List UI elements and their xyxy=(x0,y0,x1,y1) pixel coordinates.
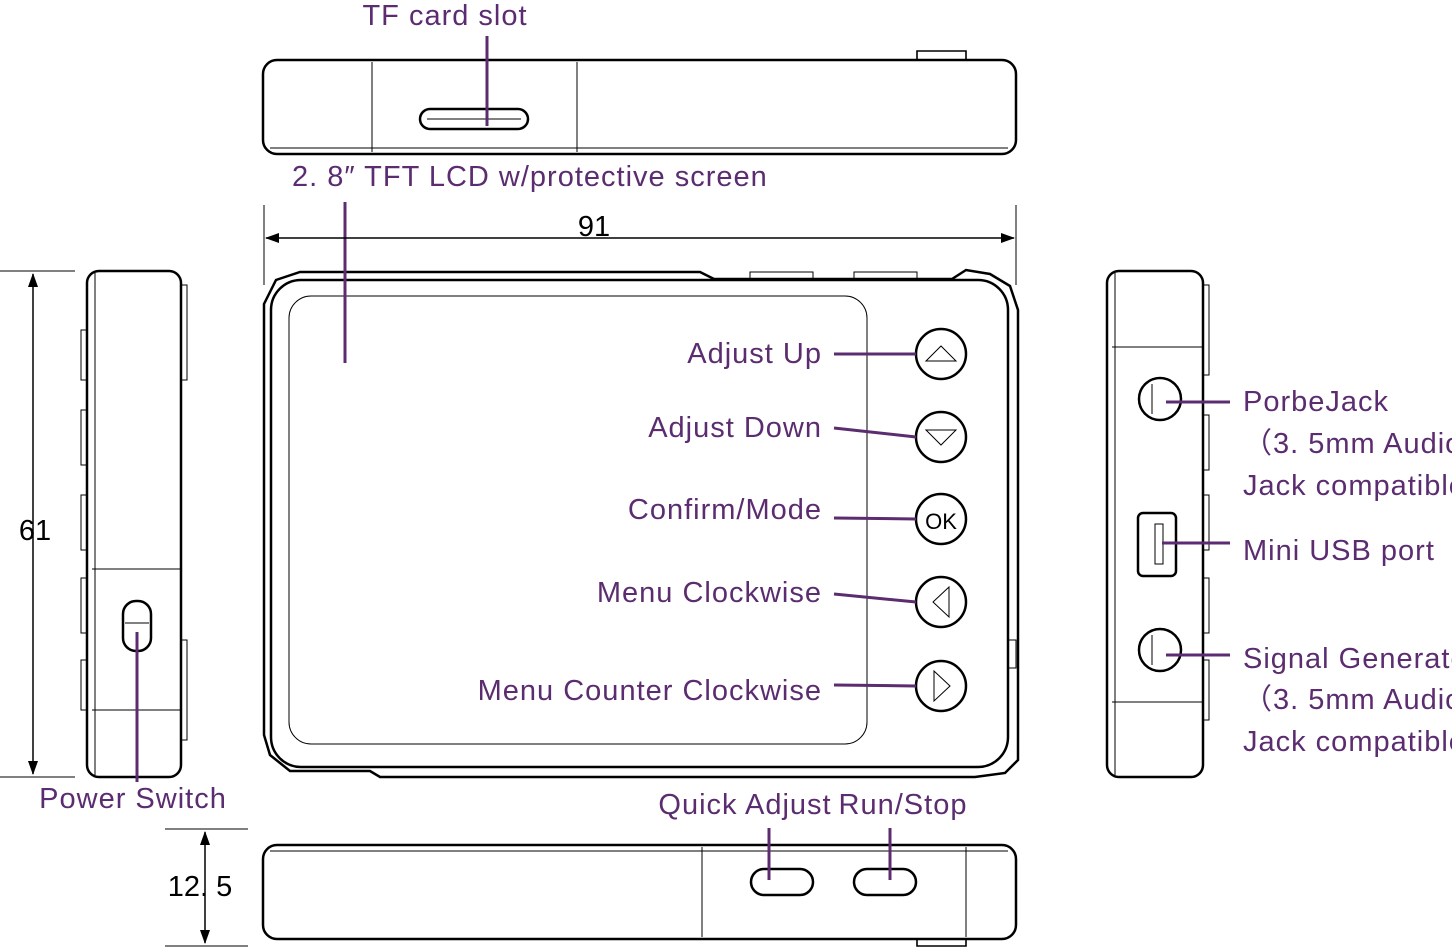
quick-adjust-button[interactable] xyxy=(749,867,815,897)
lcd-label: 2. 8″ TFT LCD w/protective screen xyxy=(292,161,768,193)
probe-jack-label: PorbeJack xyxy=(1243,386,1389,418)
probe-jack-note-2: Jack compatible) xyxy=(1243,470,1452,502)
adjust-down-label: Adjust Down xyxy=(648,412,822,444)
signal-generator-note-1: （3. 5mm Audio xyxy=(1243,684,1452,716)
triangle-up-icon xyxy=(924,345,958,362)
run-stop-label: Run/Stop xyxy=(839,789,968,821)
triangle-down-icon xyxy=(924,429,958,446)
width-label: 91 xyxy=(578,211,610,243)
signal-generator-note-2: Jack compatible) xyxy=(1243,726,1452,758)
depth-label: 12. 5 xyxy=(168,871,233,903)
right-side-view xyxy=(1105,269,1230,779)
run-stop-button[interactable] xyxy=(852,867,918,897)
adjust-up-label: Adjust Up xyxy=(687,338,822,370)
quick-adjust-label: Quick Adjust xyxy=(658,789,831,821)
adjust-down-button[interactable] xyxy=(914,410,968,464)
menu-counter-clockwise-button[interactable] xyxy=(914,659,968,713)
tf-card-slot-label: TF card slot xyxy=(362,0,527,32)
top-view xyxy=(261,36,1018,156)
menu-clockwise-label: Menu Clockwise xyxy=(597,577,822,609)
adjust-up-button[interactable] xyxy=(914,327,968,381)
lcd-screen xyxy=(288,295,868,745)
left-side-view xyxy=(0,269,188,782)
triangle-right-icon xyxy=(933,669,951,703)
height-label: 61 xyxy=(19,515,51,547)
ok-icon: OK xyxy=(925,509,957,534)
power-switch-label: Power Switch xyxy=(39,783,227,815)
triangle-left-icon xyxy=(932,585,950,619)
menu-counter-clockwise-label: Menu Counter Clockwise xyxy=(478,675,822,707)
probe-jack[interactable] xyxy=(1137,376,1183,422)
menu-clockwise-button[interactable] xyxy=(914,575,968,629)
signal-generator-jack[interactable] xyxy=(1137,627,1183,673)
mini-usb-label: Mini USB port xyxy=(1243,535,1435,567)
probe-jack-note-1: （3. 5mm Audio xyxy=(1243,428,1452,460)
front-view: OK xyxy=(262,202,1020,779)
bottom-view xyxy=(165,828,1018,947)
signal-generator-label: Signal Generator xyxy=(1243,643,1452,675)
confirm-mode-label: Confirm/Mode xyxy=(628,494,822,526)
